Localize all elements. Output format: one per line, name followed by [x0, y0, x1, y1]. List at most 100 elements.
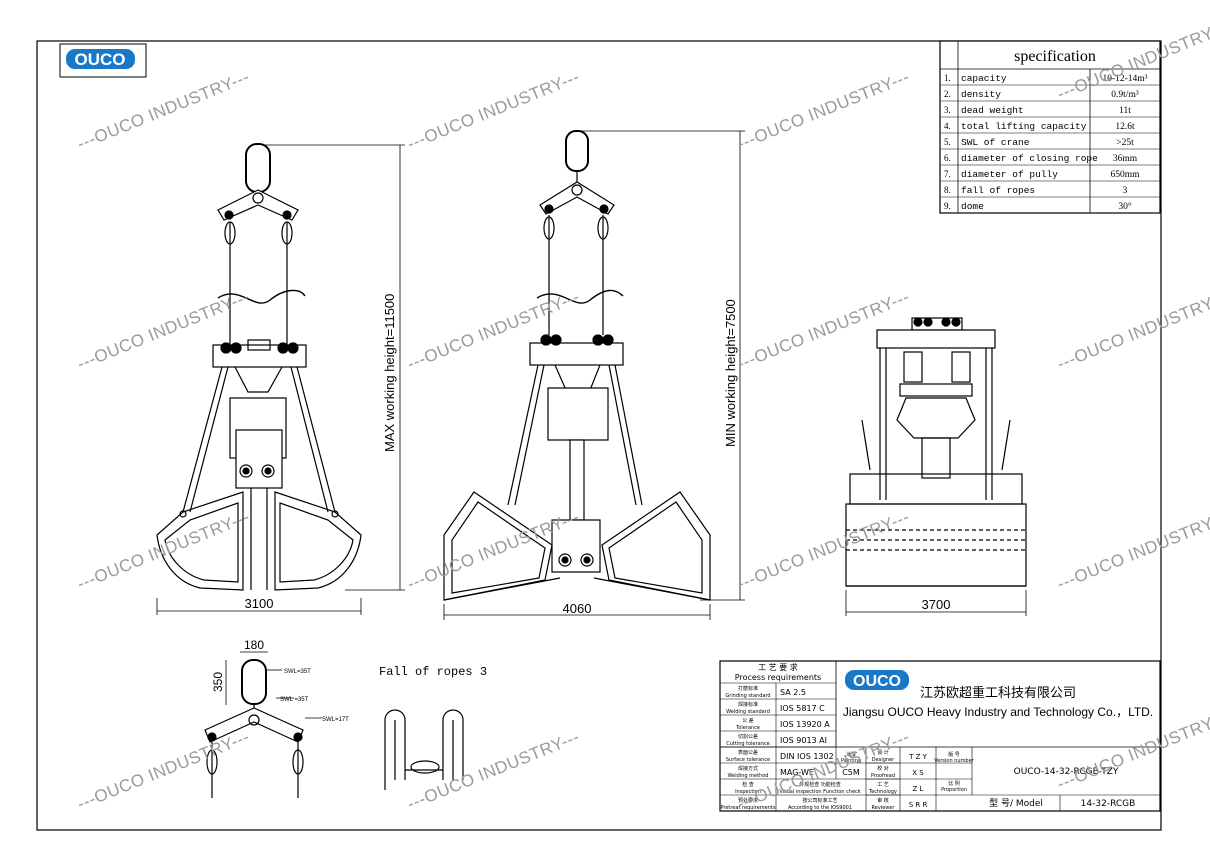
grab-front-open-view	[443, 130, 745, 620]
watermark-text: ---OUCO INDUSTRY---	[74, 67, 252, 154]
watermark-text: ---OUCO INDUSTRY---	[1054, 287, 1210, 374]
title-block-text: 工 艺 要 求	[758, 662, 798, 672]
title-block-text: Pretreat requirements	[720, 805, 775, 811]
watermark-text: ---OUCO INDUSTRY---	[404, 67, 582, 154]
dim-min-height: MIN working height=7500	[723, 299, 738, 447]
title-block-text: 打磨标准	[738, 685, 758, 692]
dim-width-open: 4060	[563, 601, 592, 616]
title-block-text: 工 艺	[877, 782, 889, 788]
spec-row-number: 5.	[944, 137, 951, 147]
rope-reeving-diagram	[384, 709, 464, 790]
spec-row-value: 10-12-14m³	[1102, 74, 1147, 84]
title-block-text: Welding standard	[726, 709, 770, 715]
title-block-text: S R R	[909, 801, 928, 809]
spec-row-name: diameter of pully	[961, 169, 1058, 180]
fall-of-ropes-label: Fall of ropes 3	[379, 665, 487, 679]
spec-row-name: dead weight	[961, 105, 1024, 116]
spec-row-number: 9.	[944, 201, 951, 211]
title-block-text: Reviewer	[872, 805, 896, 811]
title-block-text: 切割公差	[738, 733, 758, 740]
dim-shackle-height: 350	[211, 672, 225, 692]
title-block-text: IOS 9013 AI	[780, 736, 827, 745]
spec-row-value: 12.6t	[1115, 122, 1135, 132]
title-block-text: 审 核	[877, 797, 889, 804]
title-block-text: Grinding standard	[725, 693, 770, 699]
spec-row-value: 30°	[1118, 201, 1132, 212]
spec-row-name: total lifting capacity	[961, 121, 1087, 132]
title-block-text: 焊接方式	[738, 765, 758, 772]
title-block-text: IOS 5817 C	[780, 704, 825, 713]
title-block-text: Version number	[934, 758, 974, 764]
spec-row-value: >25t	[1116, 138, 1134, 148]
title-block-text: Painting	[841, 758, 861, 764]
title-block-text: 涂漆	[846, 751, 856, 758]
title-block-text: Visual inspection Function check	[779, 789, 860, 795]
swl-label-1: SWL=35T	[284, 669, 311, 675]
watermark-text: ---OUCO INDUSTRY---	[734, 67, 912, 154]
title-block-text: 焊接标准	[738, 701, 758, 708]
watermark-text: ---OUCO INDUSTRY---	[74, 727, 252, 814]
grab-front-closed-view	[156, 143, 405, 615]
title-block-text: OUCO-14-32-RCGB-TZY	[1014, 767, 1119, 777]
spec-row-value: 0.9t/m³	[1111, 90, 1139, 100]
title-block-text: 型 号/ Model	[989, 798, 1043, 809]
title-block-text: According to the IOS9001	[788, 805, 852, 811]
title-block-text: Technology	[868, 789, 897, 795]
svg-text:OUCO: OUCO	[75, 50, 126, 69]
title-block-text: Cutting tolerance	[726, 741, 770, 747]
svg-text:OUCO: OUCO	[853, 673, 901, 690]
title-block-text: 版 号	[948, 751, 960, 758]
sheet-border	[36, 40, 1162, 831]
ouco-logo: OUCO	[59, 43, 147, 78]
title-block-text: 14-32-RCGB	[1081, 799, 1136, 809]
spec-row-value: 11t	[1119, 106, 1131, 116]
title-block-text: MAG-WE	[780, 768, 814, 777]
grab-side-view	[845, 317, 1027, 616]
title-block-text: IOS 13920 A	[780, 720, 830, 729]
spec-row-name: diameter of closing rope	[961, 153, 1098, 164]
dim-width-side: 3700	[922, 597, 951, 612]
spec-row-name: dome	[961, 201, 984, 212]
spec-row-name: fall of ropes	[961, 185, 1035, 196]
title-block-text: Z L	[913, 785, 924, 793]
watermark-text: ---OUCO INDUSTRY---	[734, 507, 912, 594]
title-block-text: 检 查	[742, 781, 754, 788]
title-block-text: 表面公差	[738, 749, 758, 756]
spec-row-number: 3.	[944, 105, 951, 115]
title-block-text: X S	[912, 769, 924, 777]
swl-label-2: SWL =35T	[280, 697, 309, 703]
title-block-text: Process requirements	[735, 673, 821, 682]
spec-row-number: 8.	[944, 185, 951, 195]
spec-row-number: 4.	[944, 121, 951, 131]
spec-row-number: 7.	[944, 169, 951, 179]
watermark-text: ---OUCO INDUSTRY---	[1054, 507, 1210, 594]
title-block-text: 比 例	[948, 780, 960, 787]
title-block-text: Proportion	[941, 787, 967, 793]
spec-row-number: 2.	[944, 89, 951, 99]
title-block: OUCO 江苏欧超重工科技有限公司 Jiangsu OUCO Heavy Ind…	[719, 660, 1161, 812]
title-block-text: Tolerance	[735, 725, 760, 731]
title-block-text: Welding method	[728, 773, 769, 779]
title-block-text: 校 对	[877, 765, 889, 772]
dim-max-height: MAX working height=11500	[382, 294, 397, 452]
title-block-text: C5M	[842, 768, 860, 777]
title-block-logo	[845, 670, 909, 690]
title-block-text: Inspection	[735, 789, 761, 795]
title-block-text: 外观检查 功能检查	[799, 781, 841, 788]
title-block-text: SA 2.5	[780, 688, 806, 697]
spec-row-name: SWL of crane	[961, 137, 1030, 148]
company-name-cn: 江苏欧超重工科技有限公司	[920, 685, 1076, 701]
title-block-text: 按公司标准工艺	[802, 797, 837, 804]
dim-width-closed: 3100	[245, 596, 274, 611]
shackle-detail	[204, 651, 322, 798]
spec-row-value: 36mm	[1113, 154, 1138, 164]
title-block-text: 设 计	[877, 749, 889, 756]
spec-row-number: 6.	[944, 153, 951, 163]
swl-label-3: SWL=17T	[322, 717, 349, 723]
spec-row-name: density	[961, 89, 1001, 100]
spec-row-number: 1.	[944, 73, 951, 83]
spec-row-value: 650mm	[1110, 170, 1140, 180]
